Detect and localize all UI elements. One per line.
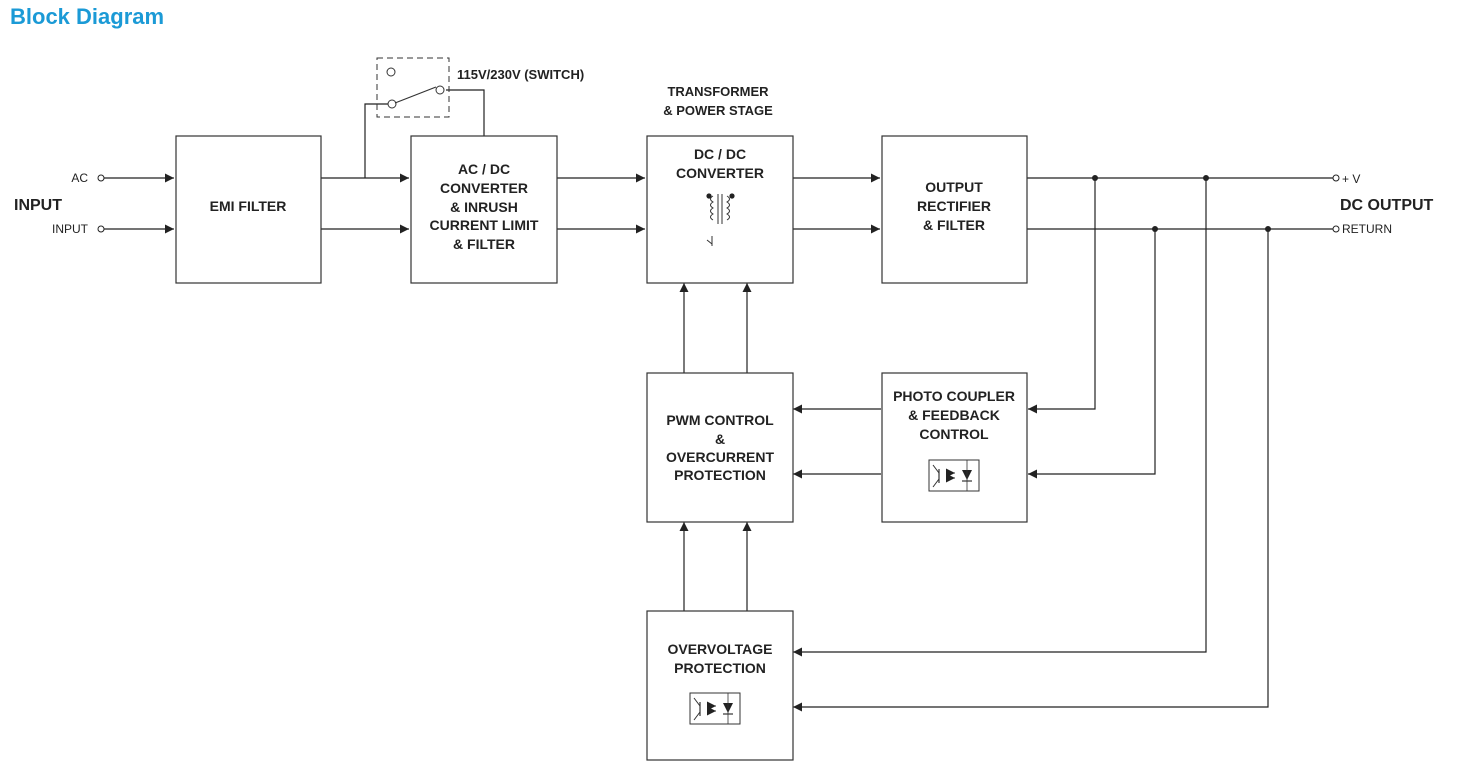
optocoupler-icon	[689, 692, 741, 725]
rect-label-line: RECTIFIER	[917, 198, 991, 214]
pwm-control-block	[646, 372, 794, 523]
pwm-label-line: &	[715, 431, 725, 447]
input-label: INPUT	[14, 197, 62, 214]
dcdc-label-line: CONVERTER	[676, 165, 764, 181]
rect-label-line: OUTPUT	[925, 179, 983, 195]
rect-label-line: & FILTER	[923, 217, 985, 233]
emi-filter-block	[175, 135, 322, 284]
input-terminals	[97, 174, 105, 233]
terminal-plus-v	[1332, 174, 1340, 182]
pwm-label-line: PROTECTION	[674, 467, 766, 483]
photo-label-line: CONTROL	[919, 426, 989, 442]
photo-label-line: & FEEDBACK	[908, 407, 1000, 423]
photo-coupler-block	[881, 372, 1028, 523]
emi-label: EMI FILTER	[210, 198, 287, 214]
wire-ovp-plus	[793, 178, 1207, 657]
terminal-ac	[97, 174, 105, 182]
optocoupler-icon	[928, 459, 980, 492]
wires	[104, 89, 1333, 712]
input-terminal-label: INPUT	[52, 222, 89, 236]
selector-switch-icon	[376, 57, 450, 118]
pwm-label-line: PWM CONTROL	[666, 412, 774, 428]
wire-ovp-return	[793, 229, 1269, 712]
acdc-label-line: AC / DC	[458, 161, 510, 177]
acdc-label-line: CURRENT LIMIT	[430, 217, 539, 233]
switch-label: 115V/230V (SWITCH)	[457, 67, 584, 82]
overvoltage-protection-block	[646, 610, 794, 761]
wire-feedback-plus	[1028, 178, 1096, 414]
acdc-label-line: CONVERTER	[440, 180, 528, 196]
transformer-label-line: & POWER STAGE	[663, 103, 773, 118]
terminal-return	[1332, 225, 1340, 233]
ac-terminal-label: AC	[71, 171, 88, 185]
return-label: RETURN	[1342, 222, 1392, 236]
output-terminals	[1332, 174, 1340, 233]
transformer-icon	[706, 193, 735, 246]
wire-feedback-return	[1028, 229, 1156, 479]
pwm-label-line: OVERCURRENT	[666, 449, 775, 465]
output-rectifier-block	[881, 135, 1028, 284]
ovp-label-line: PROTECTION	[674, 660, 766, 676]
page-title: Block Diagram	[10, 4, 165, 29]
acdc-converter-block	[410, 135, 558, 284]
dc-output-label: DC OUTPUT	[1340, 197, 1434, 214]
dcdc-label-line: DC / DC	[694, 146, 746, 162]
dcdc-converter-block	[646, 135, 794, 284]
terminal-input	[97, 225, 105, 233]
acdc-label-line: & INRUSH	[450, 199, 518, 215]
wire-switch-left	[364, 103, 393, 178]
wire-switch-right	[446, 89, 485, 136]
acdc-label-line: & FILTER	[453, 236, 515, 252]
transformer-label-line: TRANSFORMER	[667, 84, 769, 99]
plus-v-label: + V	[1342, 172, 1360, 186]
ovp-label-line: OVERVOLTAGE	[667, 641, 772, 657]
photo-label-line: PHOTO COUPLER	[893, 388, 1015, 404]
